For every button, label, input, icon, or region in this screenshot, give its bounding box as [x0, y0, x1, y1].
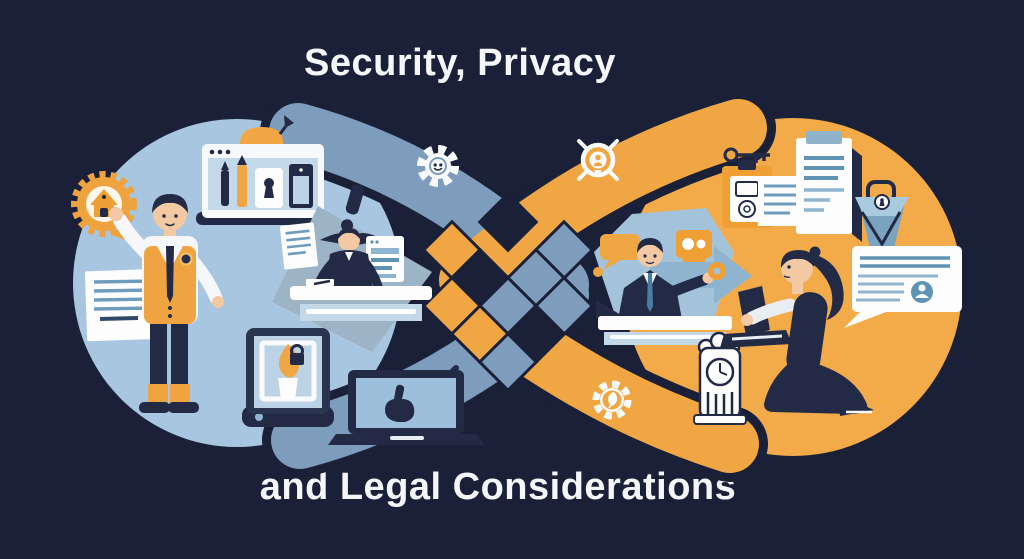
- warning-exclamation-icon: [341, 184, 365, 232]
- title-line-2: and Legal Considerations: [259, 466, 737, 508]
- speech-bubble-icon: [593, 234, 640, 277]
- gear-leaf-icon: [592, 380, 632, 420]
- video-call-lawyer-scene: [593, 208, 752, 345]
- paralegal-typing-figure: [720, 246, 874, 416]
- key-icon: [723, 147, 770, 163]
- compass-user-icon: [577, 139, 619, 181]
- privacy-browser-window: [196, 115, 328, 225]
- woven-checker: [421, 191, 595, 393]
- gear-face-icon: [417, 145, 459, 187]
- right-arrow-icon: [650, 246, 752, 304]
- desk-review-scene: [272, 184, 432, 352]
- data-breach-tablet: [242, 328, 334, 427]
- title-line-1: Security, Privacy: [304, 42, 616, 84]
- certificate-bubble-icon: [844, 246, 962, 328]
- security-officer-figure: [71, 171, 224, 413]
- gesture-laptop: [328, 370, 484, 445]
- briefcase-icon: [855, 180, 909, 252]
- legal-clipboard-icon: [796, 131, 862, 242]
